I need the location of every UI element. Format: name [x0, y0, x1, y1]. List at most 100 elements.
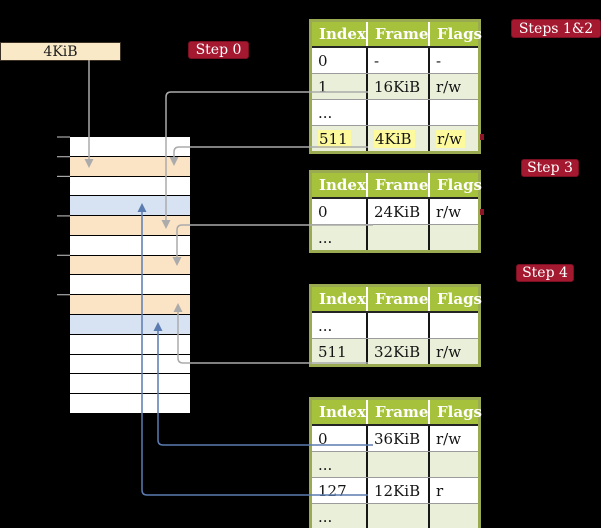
physical-memory-column	[70, 137, 190, 413]
cell-frame: 36KiB	[366, 426, 428, 451]
memory-frame	[70, 176, 190, 197]
table-row: ...	[312, 311, 478, 338]
table-header: Index Frame Flags	[312, 22, 482, 46]
cell-frame: 12KiB	[366, 478, 428, 503]
memory-address-ticks	[57, 136, 70, 296]
table-row: 0 - -	[312, 46, 478, 73]
table-header: Index Frame Flags	[312, 400, 482, 424]
cell-flags: r/w	[428, 199, 478, 224]
cell-index: 0	[318, 202, 328, 221]
header-flags: Flags	[428, 400, 482, 424]
cell-frame: 16KiB	[366, 74, 428, 99]
cell-frame: 32KiB	[366, 339, 428, 364]
header-flags: Flags	[428, 287, 482, 311]
root-pointer-label: 4KiB	[43, 43, 78, 60]
table-row: ...	[312, 503, 478, 528]
cell-frame: 24KiB	[366, 199, 428, 224]
cell-frame	[366, 452, 428, 477]
table-row: 511 32KiB r/w	[312, 338, 478, 364]
badge-step-0: Step 0	[188, 41, 249, 59]
memory-frame	[70, 137, 190, 157]
header-index: Index	[319, 176, 366, 194]
cell-frame	[366, 504, 428, 528]
table-row: ...	[312, 99, 478, 125]
cell-flags: r/w	[428, 426, 478, 451]
cell-index: 127	[318, 481, 347, 500]
cell-index: 1	[318, 77, 328, 96]
table-row: ...	[312, 451, 478, 477]
table-row: 0 24KiB r/w	[312, 197, 478, 224]
cell-index: ...	[318, 455, 333, 474]
cell-index: ...	[318, 103, 333, 122]
table-row: 1 16KiB r/w	[312, 73, 478, 99]
row-marker	[480, 209, 484, 215]
memory-frame	[70, 394, 190, 413]
cell-index: 511	[318, 342, 347, 361]
cell-flags	[428, 313, 478, 338]
table-body: 0 36KiB r/w ... 127 12KiB r ...	[312, 424, 478, 528]
cell-flags	[428, 452, 478, 477]
header-index: Index	[319, 403, 366, 421]
header-index: Index	[319, 290, 366, 308]
root-pointer-box: 4KiB	[0, 42, 121, 61]
cell-frame	[366, 100, 428, 125]
memory-frame	[70, 354, 190, 375]
cell-index: ...	[318, 316, 333, 335]
cell-flags: r/w	[428, 339, 478, 364]
badge-step-4-label: Step 4	[522, 265, 568, 281]
table-header: Index Frame Flags	[312, 287, 482, 311]
table-row-highlighted: 511 4KiB r/w	[312, 125, 478, 151]
cell-flags: -	[428, 48, 478, 73]
badge-step-3-label: Step 3	[527, 160, 573, 176]
header-frame: Frame	[366, 22, 428, 46]
header-index: Index	[319, 25, 366, 43]
memory-frame	[70, 255, 190, 276]
cell-frame: 4KiB	[366, 126, 428, 151]
header-flags: Flags	[428, 173, 482, 197]
memory-frame	[70, 374, 190, 395]
table-body: 0 - - 1 16KiB r/w ... 511 4KiB r/w	[312, 46, 478, 151]
badge-steps-1-2: Steps 1&2	[511, 19, 601, 38]
header-frame: Frame	[366, 400, 428, 424]
table-header: Index Frame Flags	[312, 173, 482, 197]
memory-frame	[70, 196, 190, 217]
cell-flags: r/w	[428, 126, 478, 151]
badge-step-3: Step 3	[521, 159, 579, 177]
cell-flags	[428, 100, 478, 125]
cell-frame	[366, 225, 428, 250]
table-body: ... 511 32KiB r/w	[312, 311, 478, 364]
memory-frame	[70, 216, 190, 236]
row-marker	[480, 134, 484, 140]
table-body: 0 24KiB r/w ...	[312, 197, 478, 250]
header-frame: Frame	[366, 173, 428, 197]
cell-frame: -	[366, 48, 428, 73]
table-row: ...	[312, 224, 478, 250]
cell-index: ...	[318, 507, 333, 526]
cell-index: ...	[318, 228, 333, 247]
cell-flags: r/w	[428, 74, 478, 99]
memory-frame	[70, 315, 190, 335]
memory-frame	[70, 295, 190, 316]
page-table-root: Index Frame Flags 0 - - 1 16KiB r/w ... …	[309, 19, 482, 154]
table-row: 127 12KiB r	[312, 477, 478, 503]
memory-frame	[70, 156, 190, 177]
header-frame: Frame	[366, 287, 428, 311]
page-table-level-3: Index Frame Flags ... 511 32KiB r/w	[309, 284, 482, 367]
cell-index: 511	[312, 126, 366, 151]
cell-flags	[428, 225, 478, 250]
cell-index: 0	[318, 429, 328, 448]
page-table-level-2: Index Frame Flags 0 24KiB r/w ...	[309, 170, 482, 253]
badge-steps-1-2-label: Steps 1&2	[518, 20, 594, 37]
cell-index: 0	[318, 51, 328, 70]
cell-frame	[366, 313, 428, 338]
memory-frame	[70, 235, 190, 256]
badge-step-0-label: Step 0	[195, 42, 242, 58]
header-flags: Flags	[428, 22, 482, 46]
cell-flags: r	[428, 478, 478, 503]
memory-frame	[70, 275, 190, 296]
page-table-leaf: Index Frame Flags 0 36KiB r/w ... 127 12…	[309, 397, 482, 528]
table-row: 0 36KiB r/w	[312, 424, 478, 451]
badge-step-4: Step 4	[516, 264, 574, 282]
cell-flags	[428, 504, 478, 528]
